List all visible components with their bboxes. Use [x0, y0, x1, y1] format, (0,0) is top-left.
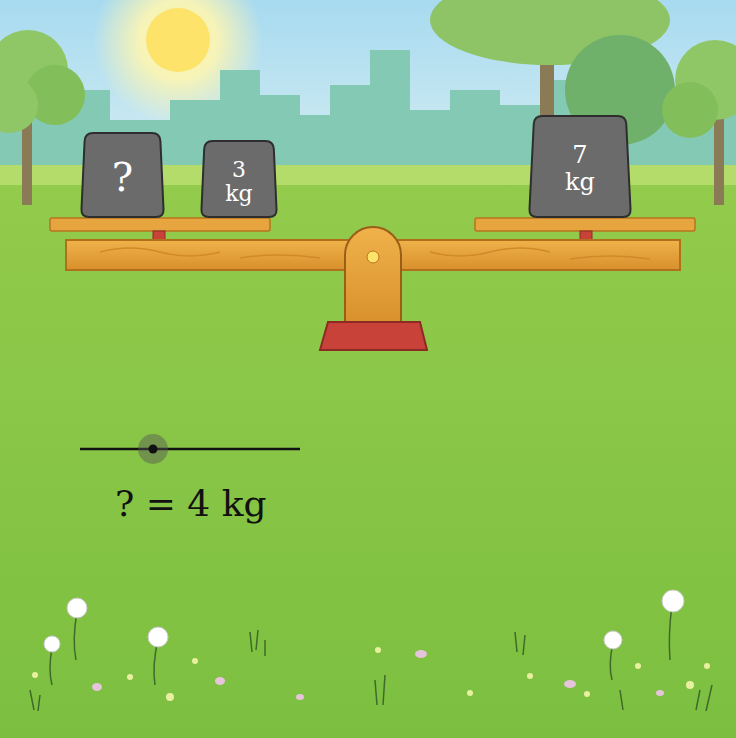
weight-label: 3 kg	[221, 140, 256, 206]
weight-block: ?	[80, 132, 165, 218]
weight-block: 7 kg	[528, 115, 632, 218]
right-plate	[475, 218, 695, 231]
dandelions	[30, 605, 712, 711]
weight-label: ?	[80, 132, 165, 199]
slider-knob	[138, 434, 168, 464]
slider-value: ? = 4 kg	[115, 483, 267, 524]
pivot-base	[320, 322, 427, 350]
weight-block: 3 kg	[200, 140, 278, 218]
slider-track	[80, 448, 300, 451]
left-plate	[50, 218, 270, 231]
weight-label: 7 kg	[561, 115, 599, 195]
seesaw-pivot	[345, 227, 401, 325]
